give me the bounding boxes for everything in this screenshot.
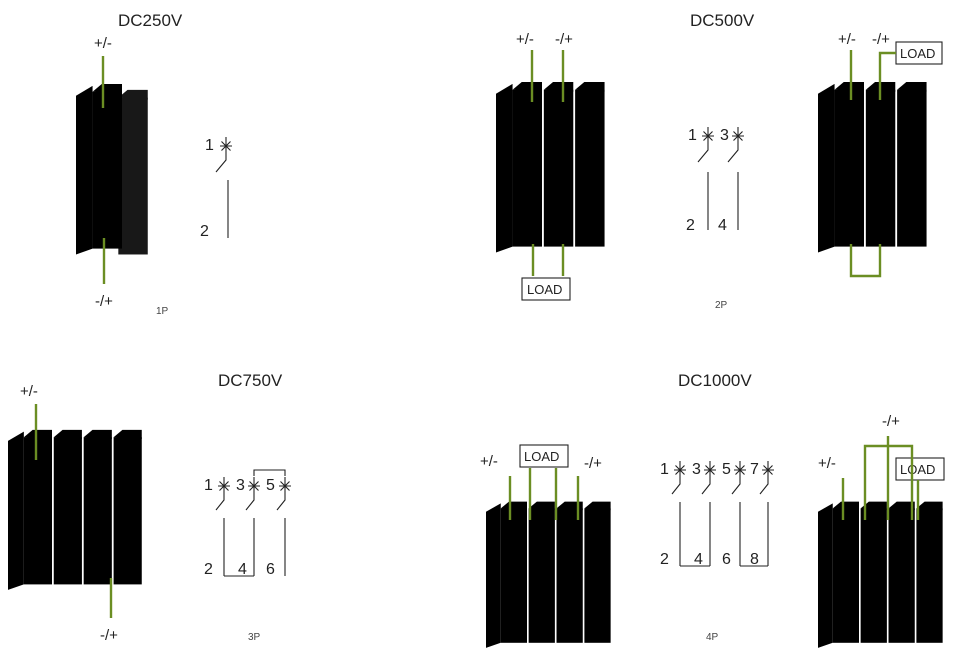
voltage-label-3p: DC750V [218,371,283,390]
schematic-3p: 1 3 5 2 4 6 [204,469,292,578]
terminal-top-right-2p: -/+ [555,31,573,48]
terminal-top-right-2p-b: -/+ [872,31,890,48]
contact-label: 1 [660,461,669,478]
contact-label: 5 [722,461,731,478]
section-3p: DC750V +/- -/+ 3P 1 3 5 2 4 6 [8,371,292,644]
contact-label: 1 [204,477,213,494]
voltage-label-4p: DC1000V [678,371,752,390]
load-label-2p-b: LOAD [900,46,935,61]
wire-load-2p [531,244,565,276]
voltage-label-2p: DC500V [690,11,755,30]
load-box-4p [519,444,569,468]
terminal-bottom-1p: -/+ [95,293,113,310]
section-2p: DC500V +/- -/+ LOAD 2P 1 3 2 4 +/- -/+ L… [496,11,943,311]
breaker-4p-left [486,501,611,648]
terminal-top-1p: +/- [94,35,112,52]
wires-4p-right [841,436,920,520]
contact-label: 8 [750,551,759,568]
load-label-4p-b: LOAD [900,462,935,477]
schematic-4p: 1 3 5 7 2 4 6 8 [660,460,775,568]
load-box-2p [521,277,571,301]
terminal-bottom-3p: -/+ [100,627,118,644]
breaker-2p-left [496,81,605,253]
terminal-right-4p: -/+ [584,455,602,472]
contact-label: 6 [266,561,275,578]
contact-label: 1 [688,127,697,144]
contact-label: 3 [720,127,729,144]
terminal-top-4p-b: -/+ [882,413,900,430]
terminal-top-left-2p-b: +/- [838,31,856,48]
load-label-4p: LOAD [524,449,559,464]
breaker-2p-right [818,81,927,253]
wire-bridge-2p-b [849,244,882,278]
contact-label: 4 [718,217,727,234]
contact-label: 2 [200,223,209,240]
contact-label: 2 [660,551,669,568]
contact-label: 2 [686,217,695,234]
pole-count-2p: 2P [715,300,728,311]
contact-label: 1 [205,137,214,154]
breaker-1p [76,83,148,255]
voltage-label-1p: DC250V [118,11,183,30]
schematic-2p: 1 3 2 4 [686,126,745,234]
terminal-top-3p: +/- [20,383,38,400]
contact-label: 3 [236,477,245,494]
contact-label: 6 [722,551,731,568]
schematic-1p: 1 2 [200,136,233,240]
terminal-top-left-2p: +/- [516,31,534,48]
pole-count-3p: 3P [248,632,261,643]
pole-count-1p: 1P [156,306,169,317]
section-1p: DC250V +/- -/+ 1P 1 2 [76,11,233,317]
contact-label: 2 [204,561,213,578]
wires-4p-left [508,468,580,520]
contact-label: 4 [694,551,703,568]
contact-label: 5 [266,477,275,494]
pole-count-4p: 4P [706,632,719,643]
contact-label: 7 [750,461,759,478]
load-label-2p: LOAD [527,282,562,297]
contact-label: 4 [238,561,247,578]
load-box-4p-b [895,457,945,481]
wire-top-2p-b [849,50,896,100]
contact-label: 3 [692,461,701,478]
breaker-3p [8,429,142,590]
terminal-left-4p: +/- [480,453,498,470]
breaker-4p-right [818,501,943,648]
terminal-left-4p-b: +/- [818,455,836,472]
section-4p: DC1000V +/- -/+ LOAD 4P 1 3 5 7 2 4 6 [480,371,945,648]
